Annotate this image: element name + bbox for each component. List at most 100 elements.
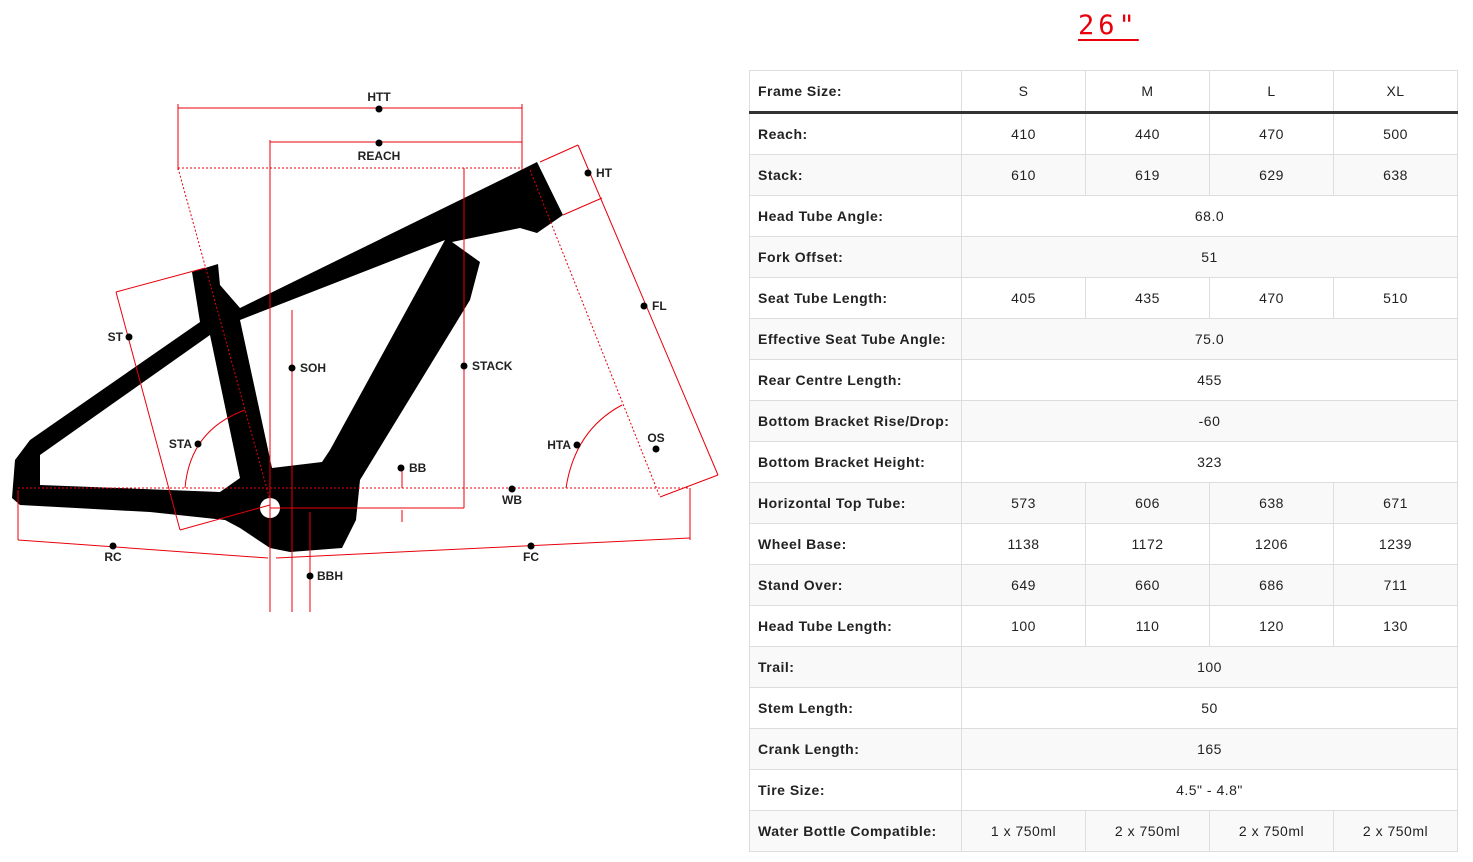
row-label: Tire Size: [749, 769, 962, 811]
label-dot-rc [109, 542, 117, 550]
label-dot-soh [288, 364, 296, 372]
table-row: Stem Length:50 [749, 687, 1458, 729]
table-row: Tire Size:4.5" - 4.8" [749, 769, 1458, 811]
row-label: Bottom Bracket Height: [749, 441, 962, 483]
wheel-size-link[interactable]: 26" [1078, 10, 1139, 41]
row-value: 1172 [1085, 523, 1210, 565]
label-dot-os [652, 445, 660, 453]
size-header-xl: XL [1333, 70, 1458, 114]
table-row: Rear Centre Length:455 [749, 359, 1458, 401]
size-header-m: M [1085, 70, 1210, 114]
row-label: Stem Length: [749, 687, 962, 729]
row-value: 2 x 750ml [1085, 810, 1210, 852]
label-dot-htt [375, 105, 383, 113]
row-value: 75.0 [961, 318, 1458, 360]
dimension-label-bb: BB [409, 461, 427, 475]
row-label: Stand Over: [749, 564, 962, 606]
row-label: Wheel Base: [749, 523, 962, 565]
row-value: 100 [961, 646, 1458, 688]
row-label: Rear Centre Length: [749, 359, 962, 401]
row-value: 671 [1333, 482, 1458, 524]
frame-size-label: Frame Size: [749, 70, 962, 114]
row-value: 130 [1333, 605, 1458, 647]
row-value: 711 [1333, 564, 1458, 606]
row-value: 500 [1333, 112, 1458, 155]
row-label: Stack: [749, 154, 962, 196]
row-value: 686 [1209, 564, 1334, 606]
row-value: 470 [1209, 112, 1334, 155]
row-value: 405 [961, 277, 1086, 319]
row-value: 629 [1209, 154, 1334, 196]
dimension-label-soh: SOH [300, 361, 326, 375]
dimension-label-os: OS [647, 431, 664, 445]
row-label: Seat Tube Length: [749, 277, 962, 319]
dimension-label-hta: HTA [547, 438, 571, 452]
label-dot-fl [640, 302, 648, 310]
table-row: Crank Length:165 [749, 728, 1458, 770]
row-label: Trail: [749, 646, 962, 688]
row-label: Head Tube Length: [749, 605, 962, 647]
row-value: 638 [1333, 154, 1458, 196]
dimension-label-sta: STA [169, 437, 192, 451]
row-label: Water Bottle Compatible: [749, 810, 962, 852]
row-label: Effective Seat Tube Angle: [749, 318, 962, 360]
label-dot-ht [584, 169, 592, 177]
row-value: 50 [961, 687, 1458, 729]
row-value: 435 [1085, 277, 1210, 319]
dimension-label-reach: REACH [358, 149, 401, 163]
row-value: 1138 [961, 523, 1086, 565]
label-dot-bbh [306, 572, 314, 580]
size-header-l: L [1209, 70, 1334, 114]
label-dot-sta [194, 440, 202, 448]
row-value: 100 [961, 605, 1086, 647]
dimension-label-htt: HTT [367, 90, 391, 104]
row-value: 2 x 750ml [1333, 810, 1458, 852]
label-dot-stack [460, 362, 468, 370]
row-value: 606 [1085, 482, 1210, 524]
row-value: 470 [1209, 277, 1334, 319]
row-value: 410 [961, 112, 1086, 155]
label-dot-bb [397, 464, 405, 472]
row-value: 1239 [1333, 523, 1458, 565]
row-value: 510 [1333, 277, 1458, 319]
row-label: Bottom Bracket Rise/Drop: [749, 400, 962, 442]
row-label: Fork Offset: [749, 236, 962, 278]
row-value: 2 x 750ml [1209, 810, 1334, 852]
row-value: 165 [961, 728, 1458, 770]
table-row: Head Tube Angle:68.0 [749, 195, 1458, 237]
row-value: 660 [1085, 564, 1210, 606]
dimension-label-st: ST [108, 330, 124, 344]
dimension-label-rc: RC [104, 550, 122, 564]
row-value: 4.5" - 4.8" [961, 769, 1458, 811]
table-row: Trail:100 [749, 646, 1458, 688]
dimension-label-wb: WB [502, 493, 522, 507]
dimension-label-ht: HT [596, 166, 613, 180]
dimension-label-fl: FL [652, 299, 667, 313]
row-value: 68.0 [961, 195, 1458, 237]
dimension-label-bbh: BBH [317, 569, 343, 583]
row-value: 110 [1085, 605, 1210, 647]
label-dot-fc [527, 542, 535, 550]
row-label: Head Tube Angle: [749, 195, 962, 237]
dimension-label-fc: FC [523, 550, 539, 564]
label-dot-wb [508, 485, 516, 493]
row-value: 440 [1085, 112, 1210, 155]
row-value: 323 [961, 441, 1458, 483]
label-dot-reach [375, 139, 383, 147]
row-value: 455 [961, 359, 1458, 401]
row-value: 1 x 750ml [961, 810, 1086, 852]
table-row: Fork Offset:51 [749, 236, 1458, 278]
size-header-s: S [961, 70, 1086, 114]
row-value: 1206 [1209, 523, 1334, 565]
row-label: Horizontal Top Tube: [749, 482, 962, 524]
